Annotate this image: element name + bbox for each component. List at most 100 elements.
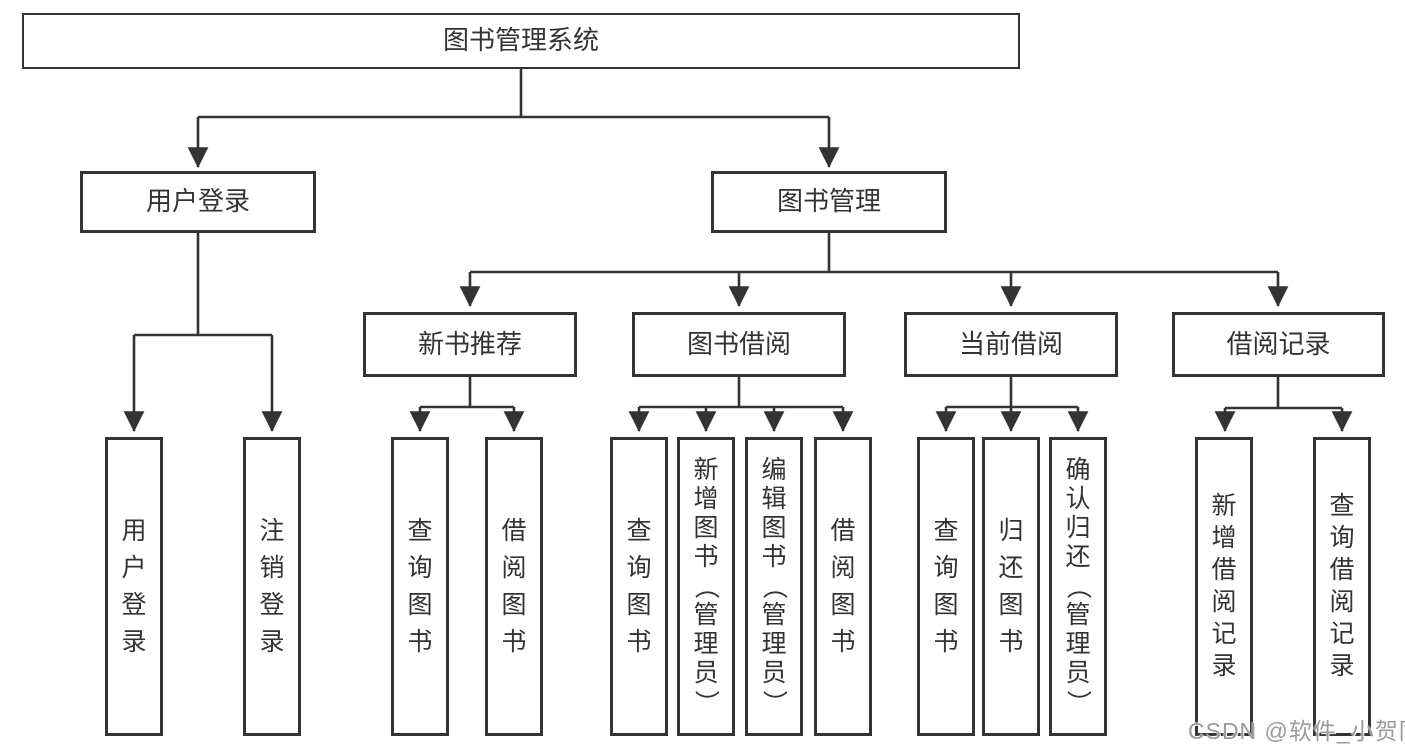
leaf-label-char: 书 xyxy=(761,543,787,571)
leaf-label-char: 图 xyxy=(761,514,787,542)
leaf-label-char: 图 xyxy=(626,590,652,619)
leaf-label-char: （ xyxy=(1064,573,1093,600)
leaf-label-char: 员 xyxy=(693,659,719,687)
leaf-label-char: 管 xyxy=(761,601,787,629)
leaf-label-char: 图 xyxy=(501,590,527,619)
node-new-book-recommendation: 新书推荐 xyxy=(363,312,577,377)
node-borrowing-records-label: 借阅记录 xyxy=(1226,328,1331,359)
leaf-label-char: 借 xyxy=(501,516,527,545)
leaf-label-char: ） xyxy=(692,689,721,716)
leaf-label-char: 注 xyxy=(259,516,285,545)
leaf-add-borrow-record: 新增借阅记录 xyxy=(1195,437,1253,736)
leaf-label-char: ） xyxy=(1064,689,1093,716)
leaf-label-char: 书 xyxy=(998,627,1024,656)
leaf-query-borrow-record: 查询借阅记录 xyxy=(1313,437,1371,736)
leaf-query-books-current: 查询图书 xyxy=(917,437,975,736)
csdn-watermark: CSDN @软件_小贺同学 xyxy=(1188,718,1405,744)
leaf-label-char: 图 xyxy=(998,590,1024,619)
leaf-label-char: 查 xyxy=(626,516,652,545)
leaf-label-char: 阅 xyxy=(830,553,856,582)
leaf-label-char: 还 xyxy=(998,553,1024,582)
leaf-label-char: 录 xyxy=(121,627,147,656)
node-root-label: 图书管理系统 xyxy=(442,25,599,56)
leaf-confirm-return-admin: 确认归还（管理员） xyxy=(1049,437,1107,736)
node-book-borrowing: 图书借阅 xyxy=(632,312,846,377)
leaf-label-char: 询 xyxy=(407,553,433,582)
leaf-label-char: 书 xyxy=(933,627,959,656)
node-user-login: 用户登录 xyxy=(80,171,316,233)
leaf-label-char: 管 xyxy=(1065,601,1091,629)
connector-stems xyxy=(134,69,1342,410)
leaf-label-char: 理 xyxy=(761,630,787,658)
leaf-label-char: 记 xyxy=(1211,620,1237,648)
leaf-label-char: 询 xyxy=(626,553,652,582)
leaf-label-char: 理 xyxy=(693,630,719,658)
leaf-label-char: 登 xyxy=(259,590,285,619)
leaf-label-char: 图 xyxy=(933,590,959,619)
leaf-label-char: 用 xyxy=(121,516,147,545)
node-current-borrowing-label: 当前借阅 xyxy=(958,328,1063,359)
leaf-label-char: 增 xyxy=(1211,524,1237,552)
leaf-label-char: 确 xyxy=(1065,456,1091,484)
leaf-label-char: 图 xyxy=(407,590,433,619)
leaf-label-char: 销 xyxy=(259,553,285,582)
leaf-logout: 注销登录 xyxy=(243,437,301,736)
leaf-label-char: 图 xyxy=(830,590,856,619)
leaf-label-char: ） xyxy=(760,689,789,716)
leaf-edit-book-admin: 编辑图书（管理员） xyxy=(745,437,803,736)
leaf-user-login: 用户登录 xyxy=(105,437,163,736)
leaf-return-book: 归还图书 xyxy=(982,437,1040,736)
leaf-label-char: （ xyxy=(692,573,721,600)
node-current-borrowing: 当前借阅 xyxy=(904,312,1118,377)
node-new-book-recommendation-label: 新书推荐 xyxy=(417,328,522,359)
leaf-label-char: 书 xyxy=(830,627,856,656)
leaf-label-char: 认 xyxy=(1065,485,1091,513)
leaf-label-char: 借 xyxy=(1211,556,1237,584)
node-book-management-label: 图书管理 xyxy=(776,186,881,217)
leaf-label-char: 录 xyxy=(1211,652,1237,680)
leaf-label-char: 书 xyxy=(501,627,527,656)
leaf-label-char: 新 xyxy=(693,456,719,484)
node-book-borrowing-label: 图书借阅 xyxy=(686,328,791,359)
leaf-label-char: 阅 xyxy=(1211,588,1237,616)
leaf-label-char: 询 xyxy=(1329,524,1355,552)
leaf-label-char: 登 xyxy=(121,590,147,619)
leaf-label-char: 员 xyxy=(761,659,787,687)
leaf-label-char: 新 xyxy=(1211,492,1237,520)
leaf-label-char: 询 xyxy=(933,553,959,582)
leaf-label-char: 录 xyxy=(259,627,285,656)
leaf-label-char: 查 xyxy=(1329,492,1355,520)
leaf-label-char: 增 xyxy=(693,485,719,513)
leaf-query-books-borrowing: 查询图书 xyxy=(610,437,668,736)
node-book-management: 图书管理 xyxy=(711,171,947,233)
leaf-label-char: 编 xyxy=(761,456,787,484)
leaf-label-char: 记 xyxy=(1329,620,1355,648)
leaf-label-char: 借 xyxy=(830,516,856,545)
leaf-label-char: 理 xyxy=(1065,630,1091,658)
leaf-label-char: 管 xyxy=(693,601,719,629)
leaf-label-char: 图 xyxy=(693,514,719,542)
arrow-connectors xyxy=(123,117,1353,433)
leaf-label-char: 书 xyxy=(407,627,433,656)
leaf-label-char: 借 xyxy=(1329,556,1355,584)
leaf-borrow-books-borrowing: 借阅图书 xyxy=(814,437,872,736)
leaf-add-book-admin: 新增图书（管理员） xyxy=(677,437,735,736)
leaf-label-char: 辑 xyxy=(761,485,787,513)
leaf-label-char: 户 xyxy=(121,553,147,582)
leaf-query-books-recommend: 查询图书 xyxy=(391,437,449,736)
leaf-label-char: （ xyxy=(760,573,789,600)
node-user-login-label: 用户登录 xyxy=(145,186,250,217)
leaf-label-char: 归 xyxy=(1065,514,1091,542)
leaf-label-char: 查 xyxy=(933,516,959,545)
leaf-label-char: 书 xyxy=(626,627,652,656)
leaf-label-char: 员 xyxy=(1065,659,1091,687)
leaf-label-char: 录 xyxy=(1329,652,1355,680)
node-root: 图书管理系统 xyxy=(22,13,1020,69)
node-borrowing-records: 借阅记录 xyxy=(1172,312,1385,377)
leaf-label-char: 阅 xyxy=(501,553,527,582)
leaf-label-char: 书 xyxy=(693,543,719,571)
leaf-label-char: 归 xyxy=(998,516,1024,545)
leaf-label-char: 查 xyxy=(407,516,433,545)
